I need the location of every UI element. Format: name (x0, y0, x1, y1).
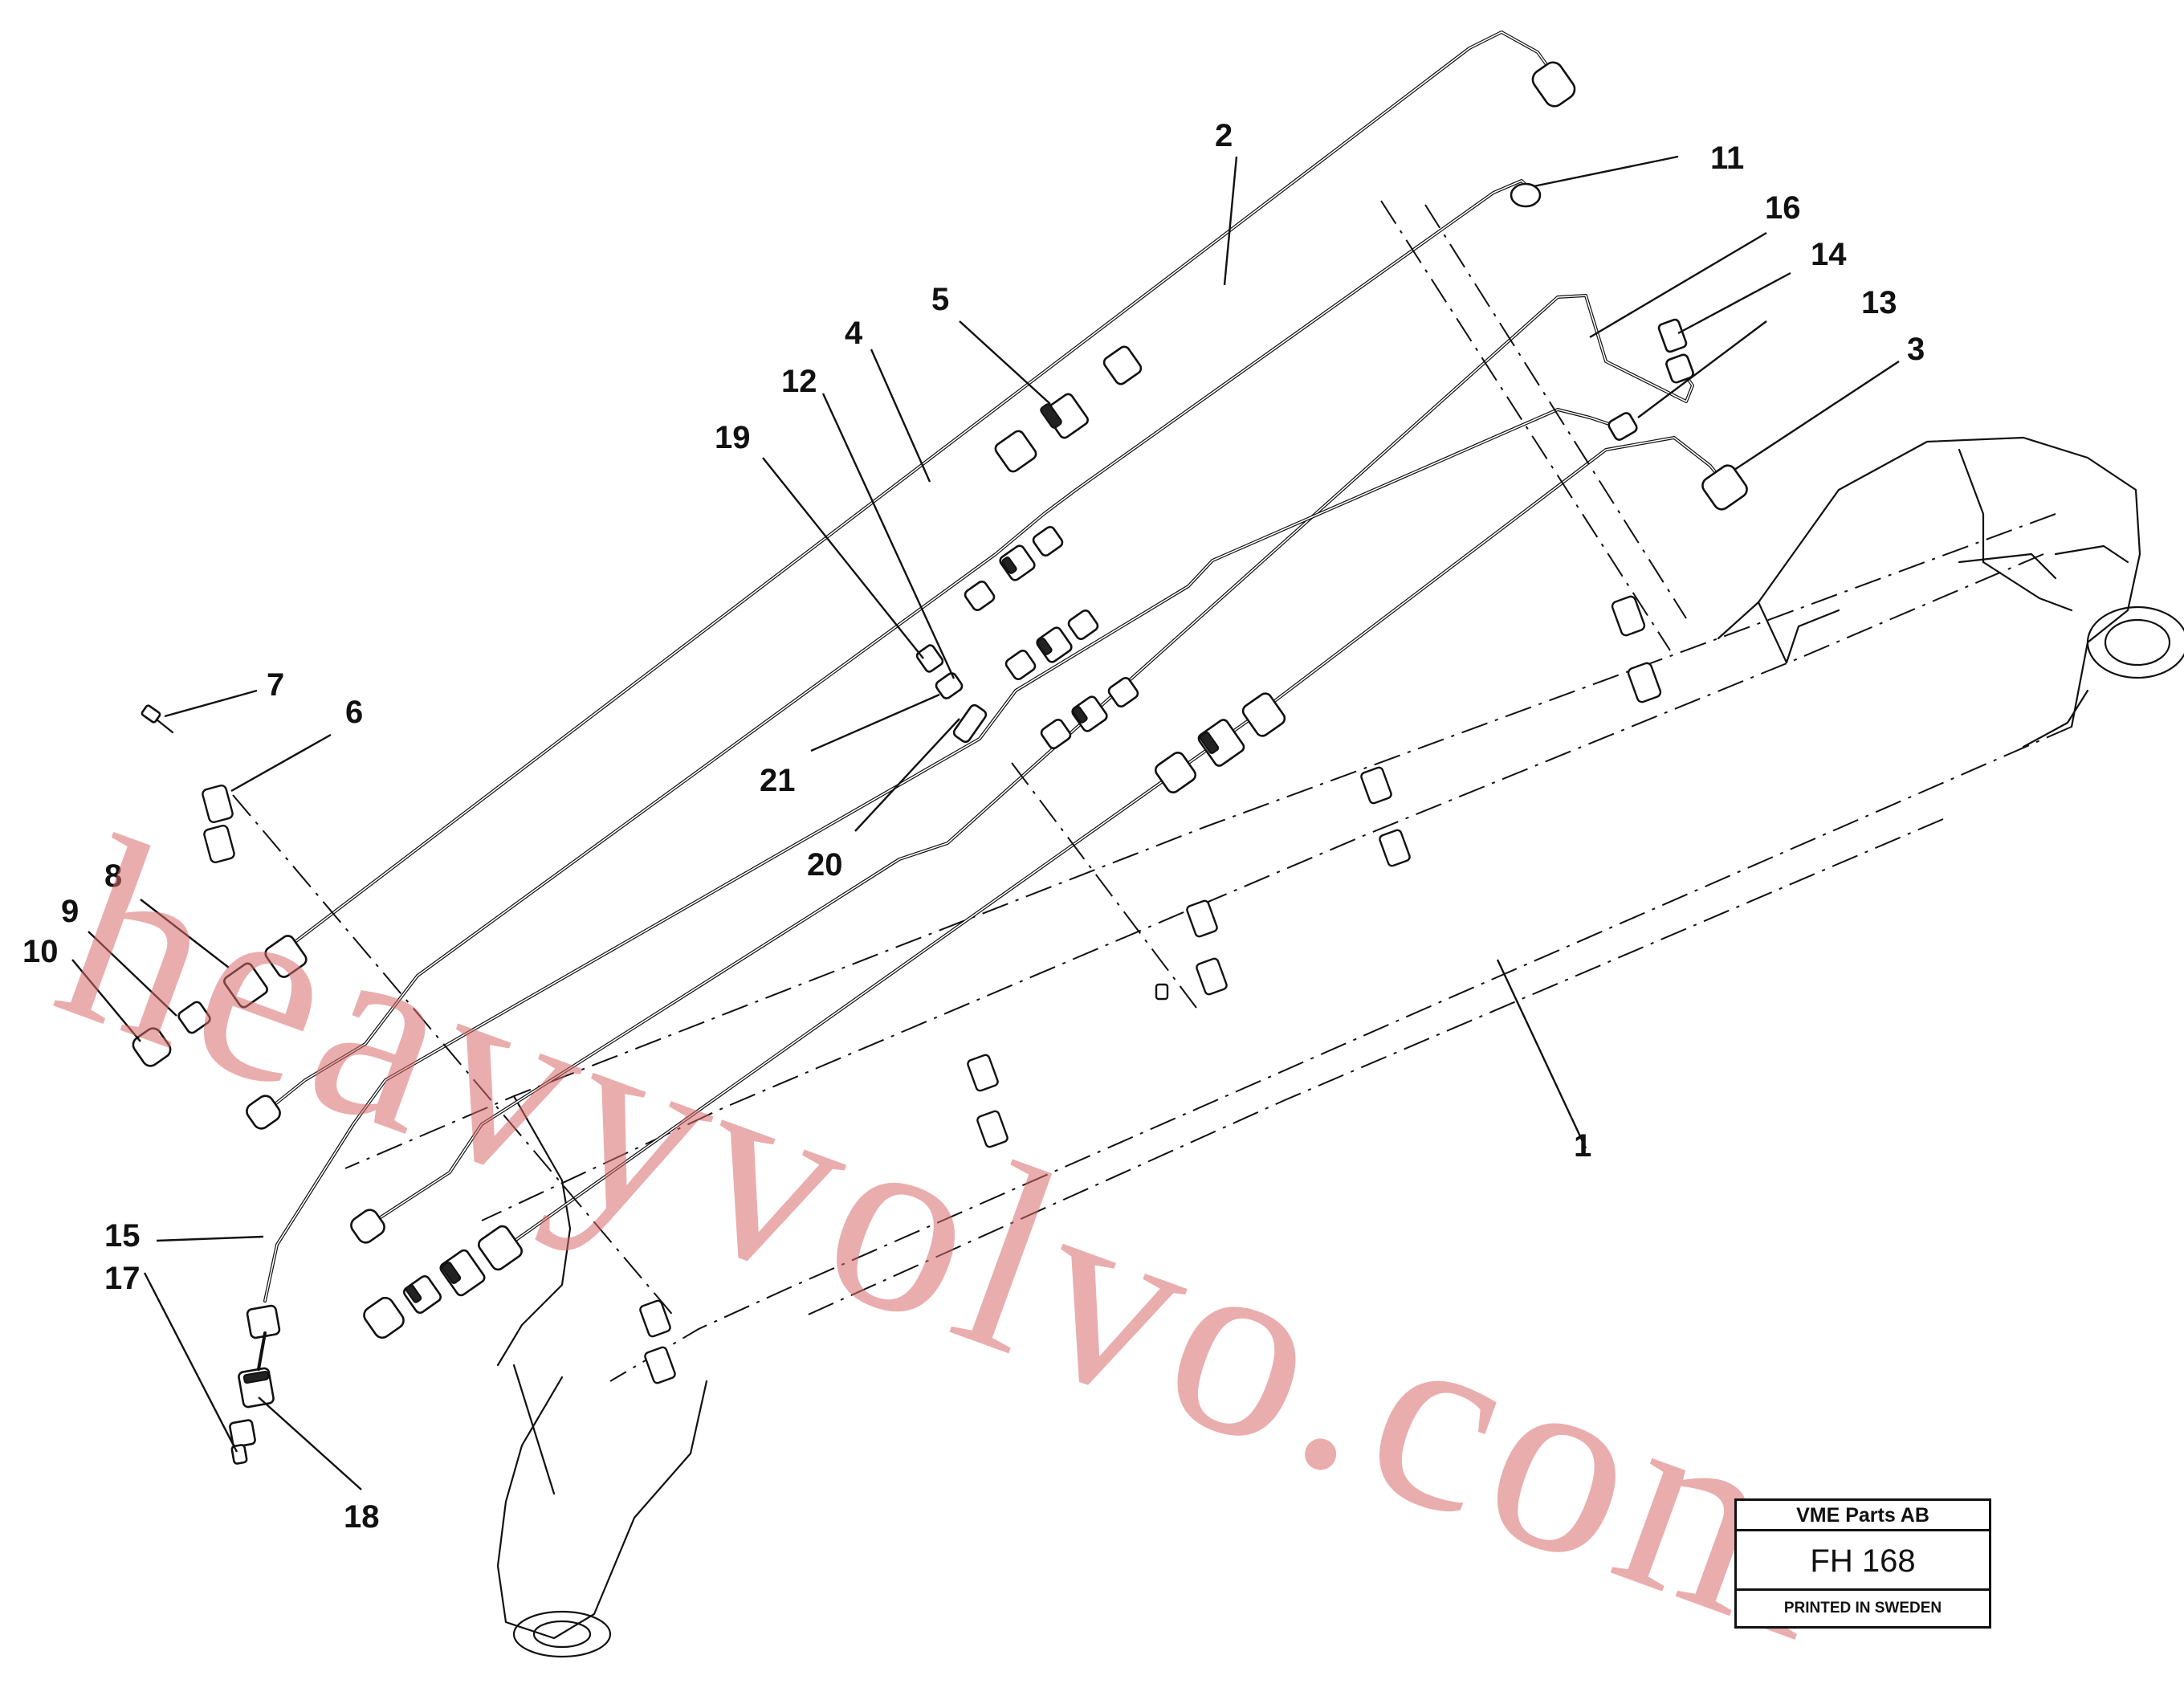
callout-6: 6 (345, 695, 363, 730)
fitting-end-11 (1510, 182, 1542, 208)
fitting-8 (223, 935, 308, 1009)
fitting-13 (1607, 412, 1638, 441)
fitting-row-11 (964, 525, 1064, 612)
pipe-2 (275, 31, 1559, 957)
pipe-15 (263, 408, 1616, 1303)
title-block: VME Parts AB FH 168 PRINTED IN SWEDEN (1734, 1498, 1991, 1629)
fitting-end-16-lower (350, 1209, 385, 1244)
fitting-12-19 (915, 644, 964, 699)
fitting-row-lower (363, 1225, 523, 1339)
callout-13: 13 (1861, 285, 1897, 320)
pipe-11 (263, 179, 1535, 1114)
callout-4: 4 (845, 316, 863, 351)
title-block-printed: PRINTED IN SWEDEN (1783, 1600, 1942, 1616)
callout-8: 8 (104, 858, 122, 894)
callout-17: 17 (104, 1261, 141, 1296)
title-block-company: VME Parts AB (1737, 1501, 1989, 1531)
fitting-20 (952, 703, 988, 744)
fitting-row-16 (1004, 609, 1099, 681)
callout-14: 14 (1811, 237, 1847, 272)
callout-3: 3 (1907, 332, 1925, 367)
callout-16: 16 (1765, 190, 1801, 226)
callout-2: 2 (1215, 118, 1233, 153)
pipe-3 (496, 436, 1728, 1254)
callout-labels: 1 2 3 4 5 6 7 8 9 10 11 12 13 14 15 16 1… (22, 118, 1925, 1535)
callout-11: 11 (1710, 141, 1744, 176)
callout-20: 20 (807, 847, 843, 883)
fitting-5 (994, 345, 1143, 473)
callout-12: 12 (781, 364, 817, 399)
fitting-3-end (1701, 464, 1748, 511)
callout-21: 21 (760, 763, 796, 798)
callout-9: 9 (61, 894, 79, 929)
callout-19: 19 (715, 420, 751, 455)
boom-clips (639, 595, 1662, 1384)
watermark-text: heavyvolvo.com (28, 783, 1887, 1696)
clamp-6 (202, 784, 235, 864)
callout-15: 15 (104, 1218, 141, 1254)
fitting-15-17-18 (229, 1304, 281, 1465)
clip-centerlines (232, 200, 1687, 1318)
fitting-row-15 (1040, 676, 1139, 750)
callout-1: 1 (1574, 1128, 1591, 1164)
boom-outline (344, 436, 2184, 1658)
callout-7: 7 (267, 667, 284, 703)
fitting-end-2 (1531, 61, 1576, 108)
bolt-7 (141, 704, 174, 734)
callout-18: 18 (344, 1499, 380, 1535)
pipe-16 (368, 294, 1694, 1226)
fitting-row-3 (1154, 692, 1286, 794)
callout-10: 10 (22, 934, 59, 969)
title-block-code: FH 168 (1737, 1531, 1989, 1591)
fitting-end-11-lower (246, 1095, 281, 1130)
leader-lines (71, 155, 1900, 1490)
callout-5: 5 (931, 282, 949, 317)
fitting-10 (132, 1027, 172, 1067)
fitting-9 (177, 1001, 211, 1034)
